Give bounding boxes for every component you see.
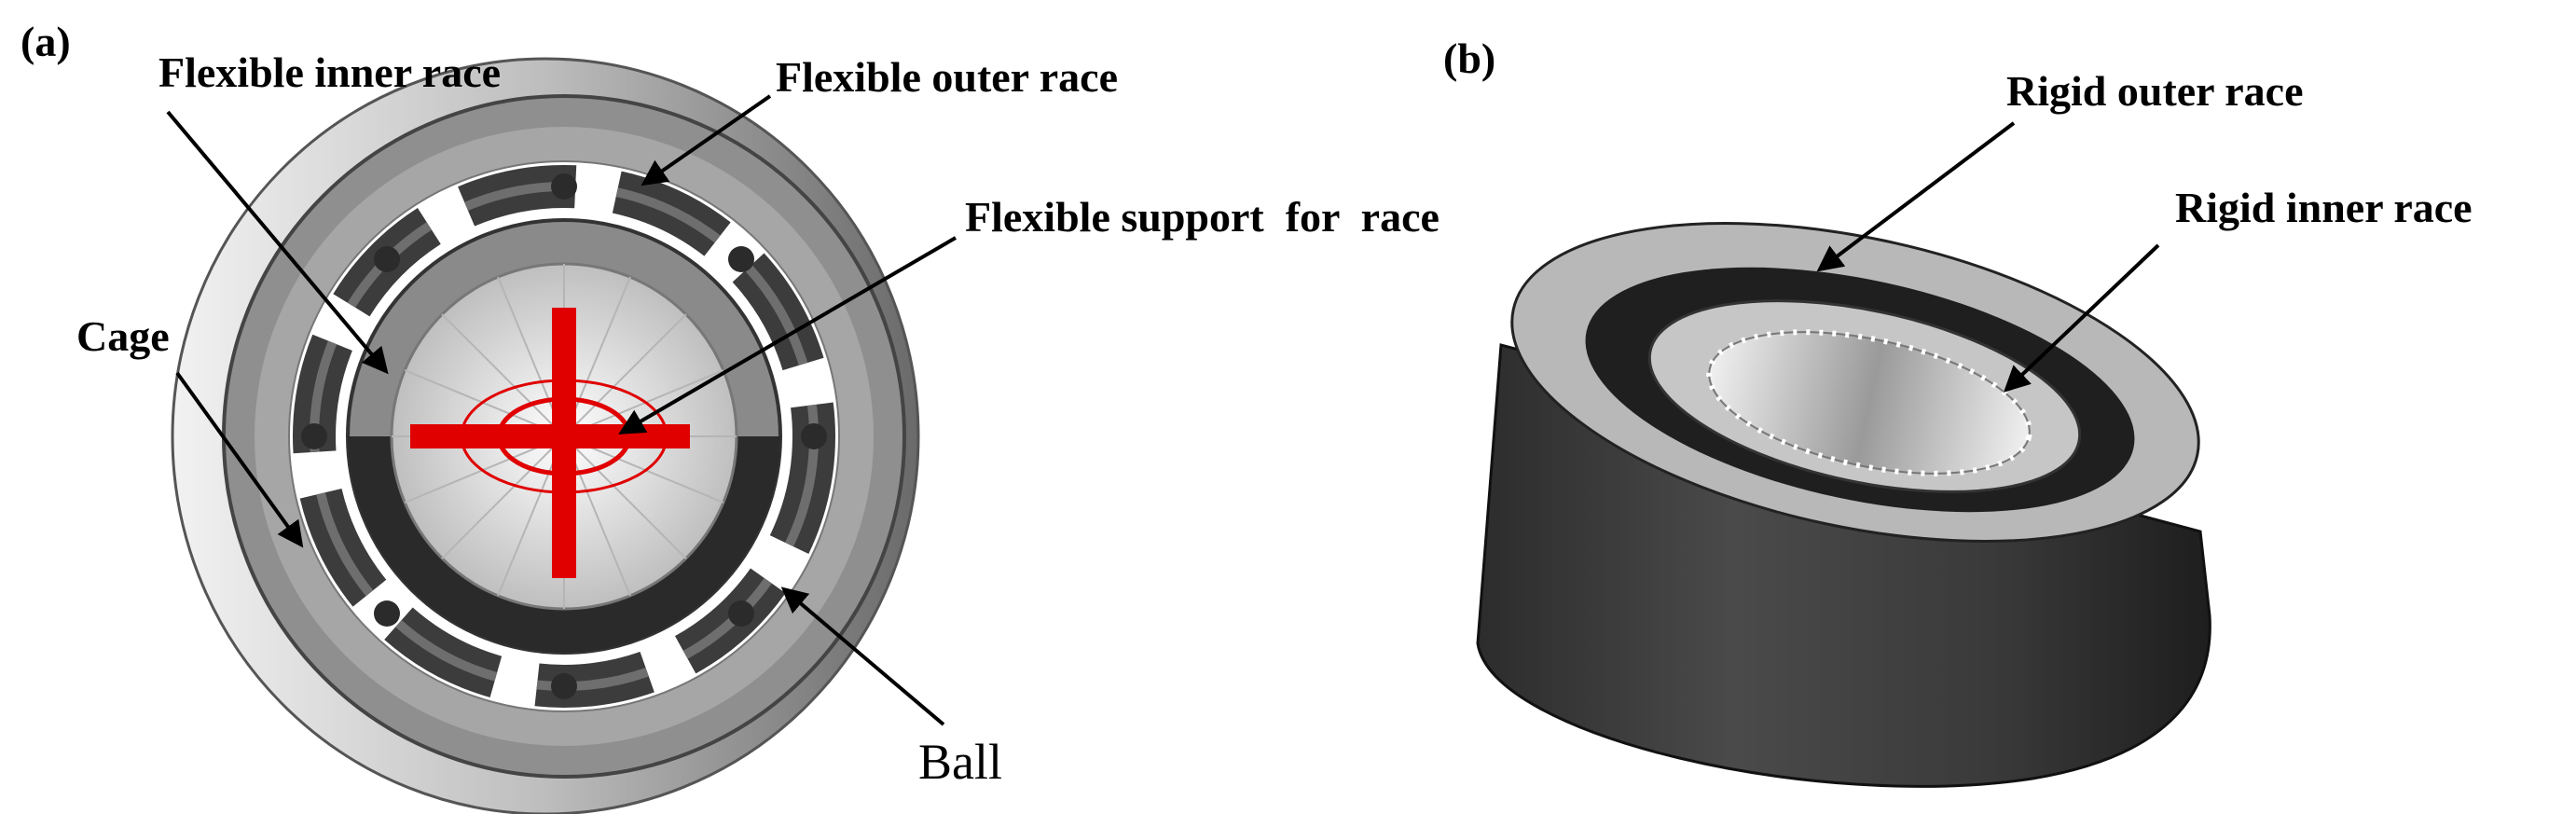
arrow-cage xyxy=(175,371,304,548)
ball xyxy=(374,246,400,272)
ball xyxy=(301,423,327,449)
ball xyxy=(374,600,400,627)
panel-tag-a: (a) xyxy=(21,18,71,65)
rigid-bearing-model xyxy=(1476,222,2211,788)
ball xyxy=(551,173,577,200)
label-ball: Ball xyxy=(918,734,1002,790)
ball xyxy=(801,423,827,449)
ball xyxy=(551,673,577,699)
label-flexible-support: Flexible support for race xyxy=(965,193,1440,241)
arrow-outer-race xyxy=(641,94,772,186)
label-rigid-inner-race: Rigid inner race xyxy=(2175,184,2473,231)
callout-arrows xyxy=(166,94,2160,726)
arrow-ball xyxy=(780,586,945,726)
arrow-rigid-outer xyxy=(1816,121,2016,272)
label-cage: Cage xyxy=(76,312,170,360)
balls xyxy=(301,173,827,699)
panel-tag-b: (b) xyxy=(1443,34,1496,82)
arrow-rigid-inner xyxy=(2003,243,2160,393)
ball xyxy=(728,246,754,272)
label-flexible-outer-race: Flexible outer race xyxy=(776,53,1119,101)
label-rigid-outer-race: Rigid outer race xyxy=(2006,67,2304,115)
ball xyxy=(728,600,754,627)
label-flexible-inner-race: Flexible inner race xyxy=(158,48,502,96)
arrow-support xyxy=(618,236,957,435)
arrow-inner-race xyxy=(166,110,389,375)
flexible-bearing-model xyxy=(171,57,920,814)
flexible-support-red xyxy=(410,308,690,578)
